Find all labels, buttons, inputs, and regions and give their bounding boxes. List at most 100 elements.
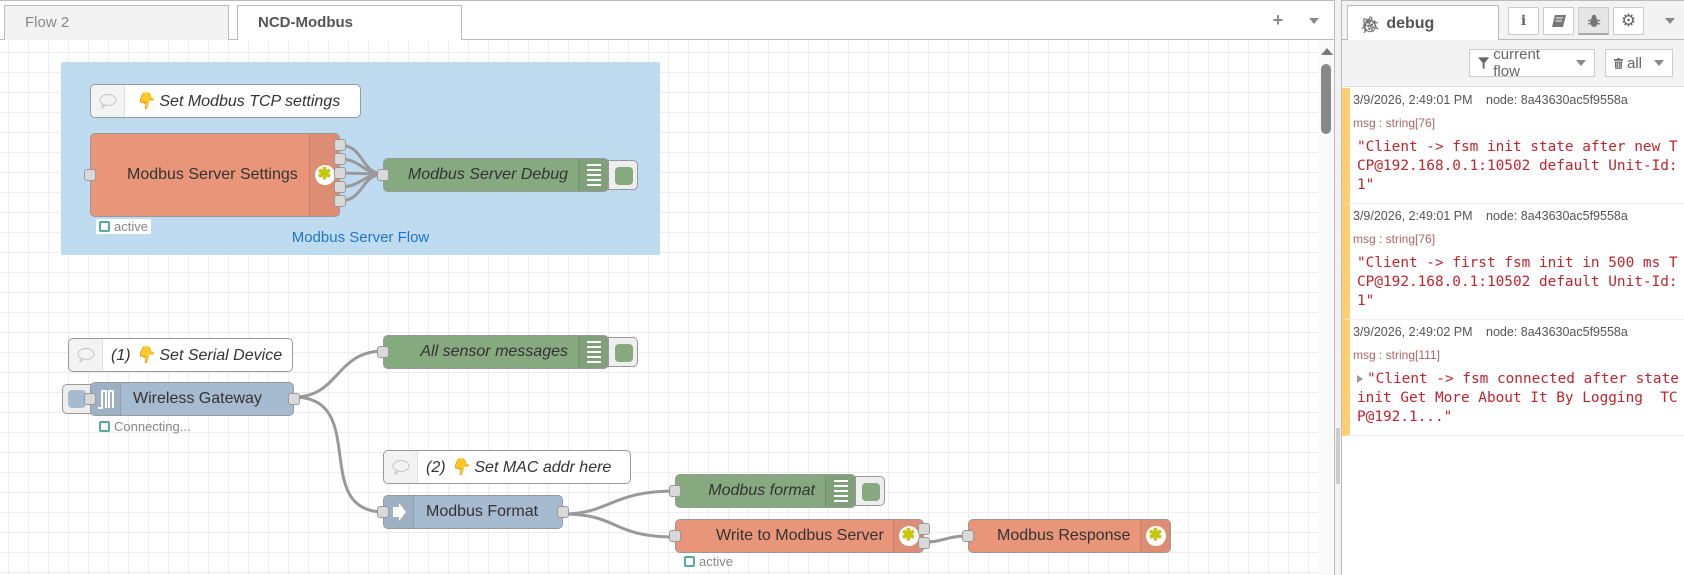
debug-filter-button[interactable]: current flow <box>1469 46 1595 80</box>
node-label: Write to Modbus Server <box>716 527 884 544</box>
bug-icon: 🐞︎ <box>1360 17 1381 34</box>
debug-message[interactable]: 3/9/2026, 2:49:01 PM node: 8a43630ac5f95… <box>1342 88 1684 204</box>
plus-icon: + <box>1272 10 1284 30</box>
debug-toggle-button[interactable] <box>608 160 638 190</box>
wire <box>293 395 385 514</box>
flow-canvas[interactable]: Modbus Server Flow <box>0 40 1318 575</box>
output-port[interactable] <box>334 181 346 193</box>
debug-list-icon <box>586 164 601 186</box>
debug-node-link[interactable]: node: 8a43630ac5f9558a <box>1486 325 1628 339</box>
tab-ncd-modbus[interactable]: NCD-Modbus <box>237 5 462 42</box>
node-modbus-format-debug[interactable]: Modbus format <box>669 474 856 508</box>
status-text: Connecting... <box>114 419 191 434</box>
wire <box>562 489 677 516</box>
sidebar-info-button[interactable]: i <box>1508 7 1539 35</box>
wires <box>293 143 969 544</box>
debug-node-link[interactable]: node: 8a43630ac5f9558a <box>1486 93 1628 107</box>
node-status: active <box>684 554 733 569</box>
debug-clear-button[interactable]: all <box>1605 49 1673 77</box>
scroll-up-icon[interactable] <box>1321 48 1333 55</box>
info-icon: i <box>1520 13 1527 29</box>
input-port[interactable] <box>669 530 681 542</box>
debug-toggle-button[interactable] <box>608 337 638 367</box>
sidebar-help-button[interactable] <box>1543 7 1574 35</box>
sidebar: 🐞︎ debug i ⚙ current flow all <box>1342 0 1684 575</box>
debug-message-list[interactable]: 3/9/2026, 2:49:01 PM node: 8a43630ac5f95… <box>1342 88 1684 436</box>
node-icon-area <box>578 336 608 368</box>
add-flow-button[interactable]: + <box>1266 9 1290 33</box>
debug-message[interactable]: 3/9/2026, 2:49:02 PM node: 8a43630ac5f95… <box>1342 320 1684 436</box>
arrow-right-icon <box>392 503 406 521</box>
debug-msg-type: msg : string[111] <box>1353 348 1440 362</box>
tab-label: NCD-Modbus <box>258 14 353 31</box>
debug-toolbar: current flow all <box>1342 40 1684 87</box>
sidebar-tab-debug[interactable]: 🐞︎ debug <box>1347 5 1499 41</box>
output-port[interactable] <box>334 167 346 179</box>
debug-msg-body-expandable[interactable]: "Client -> fsm connected after state ini… <box>1353 370 1684 427</box>
node-label: (2) 👇 Set MAC addr here <box>426 459 612 476</box>
workspace: Flow 2 NCD-Modbus + Modbus Server Flow <box>0 0 1334 575</box>
debug-node-link[interactable]: node: 8a43630ac5f9558a <box>1486 209 1628 223</box>
input-port[interactable] <box>377 346 389 358</box>
comment-icon <box>91 85 125 117</box>
tab-label: Flow 2 <box>25 14 70 31</box>
tab-flow-2[interactable]: Flow 2 <box>4 5 229 41</box>
sidebar-debug-button[interactable] <box>1578 7 1609 35</box>
clear-label: all <box>1626 54 1642 72</box>
node-icon-area <box>578 159 608 191</box>
wire <box>293 349 385 399</box>
output-port[interactable] <box>334 195 346 207</box>
node-icon-area <box>91 383 121 415</box>
comment-node-serial-device[interactable]: (1) 👇 Set Serial Device <box>68 338 293 372</box>
output-port[interactable] <box>557 506 569 518</box>
node-modbus-server-settings[interactable]: Modbus Server Settings ✱ <box>84 133 346 217</box>
tab-label: debug <box>1386 15 1435 32</box>
output-port[interactable] <box>918 537 930 549</box>
debug-timestamp: 3/9/2026, 2:49:02 PM <box>1353 325 1473 339</box>
separator-grip[interactable] <box>1336 428 1340 484</box>
node-wireless-gateway[interactable]: Wireless Gateway <box>84 382 300 416</box>
sidebar-menu-button[interactable] <box>1658 9 1682 33</box>
comment-node-tcp-settings[interactable]: 👇 Set Modbus TCP settings <box>90 84 361 118</box>
sidebar-separator[interactable] <box>1334 0 1342 575</box>
input-port[interactable] <box>669 485 681 497</box>
debug-timestamp: 3/9/2026, 2:49:01 PM <box>1353 93 1473 107</box>
debug-msg-body: "Client -> fsm init state after new TCP@… <box>1357 139 1678 193</box>
input-port[interactable] <box>84 169 96 181</box>
workspace-tab-bar: Flow 2 NCD-Modbus + <box>0 0 1334 42</box>
debug-meta: 3/9/2026, 2:49:02 PM node: 8a43630ac5f95… <box>1353 325 1684 339</box>
node-modbus-response[interactable]: Modbus Response ✱ <box>962 519 1171 553</box>
output-port[interactable] <box>288 393 300 405</box>
flow-list-button[interactable] <box>1302 9 1326 33</box>
debug-toggle-button[interactable] <box>855 476 885 506</box>
debug-msg-text: "Client -> fsm connected after state ini… <box>1357 371 1679 425</box>
node-status: Connecting... <box>99 419 191 434</box>
node-modbus-server-debug[interactable]: Modbus Server Debug <box>377 158 609 192</box>
scrollbar-thumb[interactable] <box>1321 64 1331 134</box>
debug-msg-body: "Client -> first fsm init in 500 ms TCP@… <box>1357 255 1678 309</box>
node-modbus-format-function[interactable]: Modbus Format <box>377 495 569 529</box>
output-port[interactable] <box>334 139 346 151</box>
caret-down-icon <box>1309 18 1319 25</box>
debug-meta: 3/9/2026, 2:49:01 PM node: 8a43630ac5f95… <box>1353 93 1684 107</box>
node-label: Modbus format <box>708 482 815 499</box>
input-port[interactable] <box>84 393 96 405</box>
expand-triangle-icon[interactable] <box>1357 375 1363 383</box>
input-port[interactable] <box>377 169 389 181</box>
filter-icon <box>1478 57 1490 69</box>
debug-message[interactable]: 3/9/2026, 2:49:01 PM node: 8a43630ac5f95… <box>1342 204 1684 320</box>
bug-icon <box>1587 14 1600 27</box>
node-all-sensor-messages[interactable]: All sensor messages <box>377 335 609 369</box>
node-write-to-modbus-server[interactable]: Write to Modbus Server ✱ <box>669 519 930 553</box>
status-text: active <box>114 219 148 234</box>
node-label: 👇 Set Modbus TCP settings <box>135 93 341 110</box>
input-port[interactable] <box>377 506 389 518</box>
comment-icon <box>69 339 103 371</box>
output-port[interactable] <box>918 523 930 535</box>
input-port[interactable] <box>962 530 974 542</box>
modbus-icon: ✱ <box>314 165 335 185</box>
comment-node-mac-addr[interactable]: (2) 👇 Set MAC addr here <box>383 450 631 484</box>
sidebar-config-button[interactable]: ⚙ <box>1613 7 1644 35</box>
output-port[interactable] <box>334 153 346 165</box>
canvas-vertical-scrollbar[interactable] <box>1318 40 1334 575</box>
